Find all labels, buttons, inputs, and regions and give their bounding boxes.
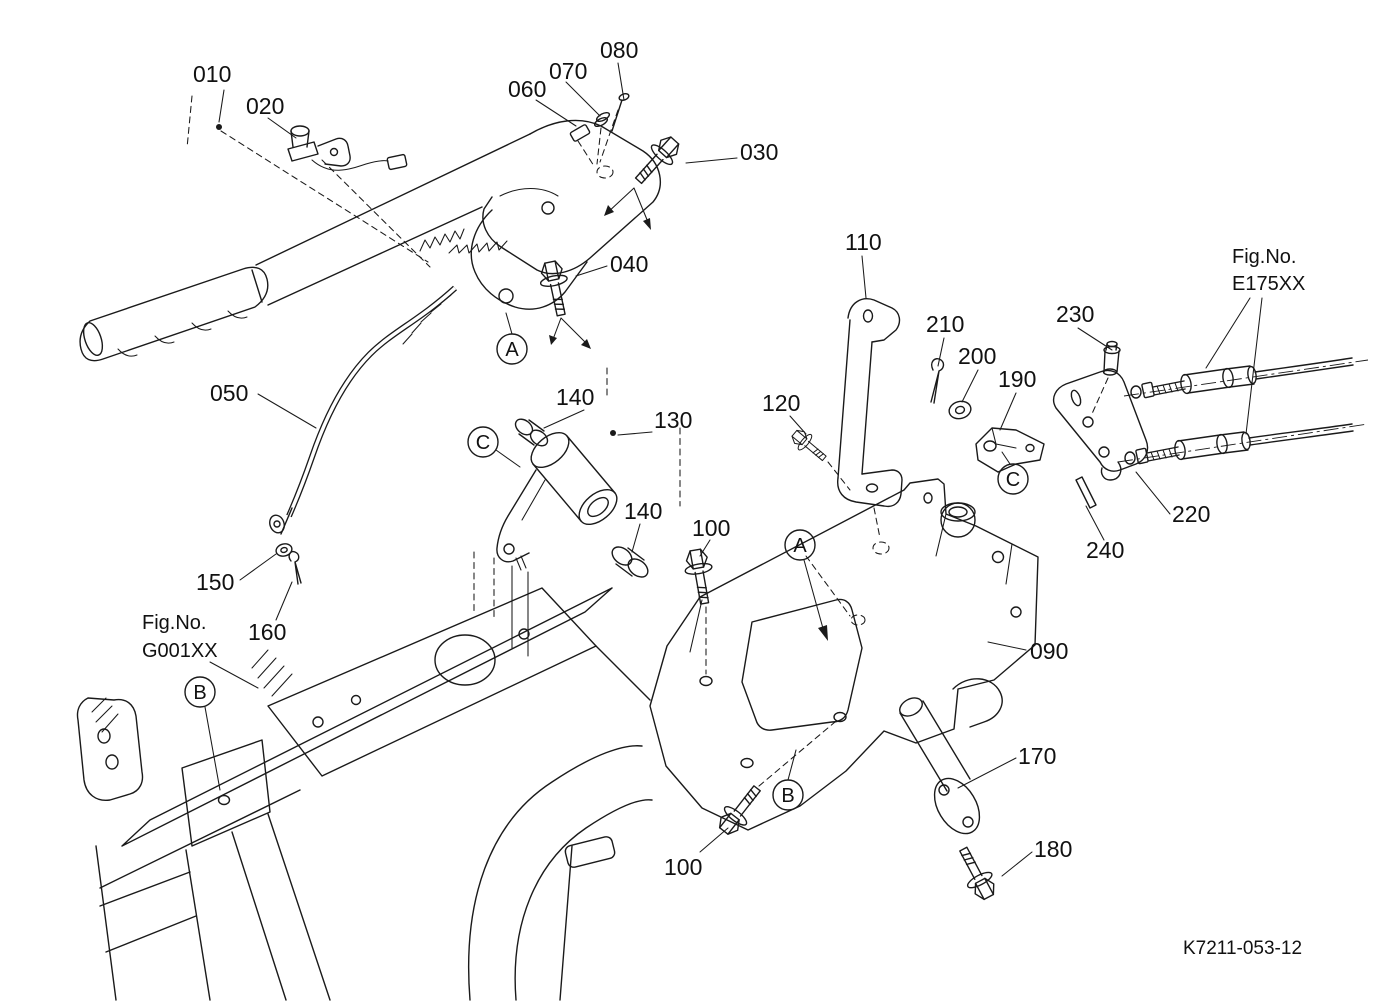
plate-220 [1052, 369, 1149, 472]
main-bracket-drawing [649, 478, 1039, 831]
pin-230 [1090, 340, 1121, 417]
marker-b1: B [193, 682, 206, 704]
cotter-pin-160 [288, 550, 302, 585]
upper-brake-cable [1123, 357, 1369, 399]
part-label-220: 220 [1172, 501, 1210, 527]
part-label-110: 110 [845, 229, 882, 255]
part-label-150: 150 [196, 569, 234, 595]
part-label-160: 160 [248, 619, 286, 645]
screw-washers-drawing [569, 93, 630, 167]
part-label-140a: 140 [556, 384, 594, 410]
part-label-020: 020 [246, 93, 284, 119]
marker-b1-circle [184, 676, 216, 708]
part-label-090: 090 [1030, 638, 1068, 664]
bolt-100-top-drawing [681, 547, 719, 675]
part-label-190: 190 [998, 366, 1036, 392]
ratchet-teeth [448, 240, 508, 254]
part-label-180: 180 [1034, 836, 1072, 862]
drawing-code: K7211-053-12 [1183, 938, 1302, 959]
joint-bracket-190 [975, 427, 1045, 473]
part-label-050: 050 [210, 380, 248, 406]
marker-b2: B [781, 785, 794, 807]
leader-lines [186, 62, 1263, 877]
lever-170-drawing [899, 678, 1003, 835]
brake-lever-drawing [79, 119, 661, 362]
marker-a2-circle [784, 529, 816, 561]
washer-200 [948, 400, 972, 420]
equalizer-drawing [496, 367, 681, 578]
hatch-marks [251, 649, 293, 697]
part-label-230: 230 [1056, 301, 1094, 327]
frame-drawing [76, 551, 653, 1001]
fig-ref-g001-code: G001XX [142, 640, 218, 662]
fig-ref-e175-code: E175XX [1232, 273, 1305, 295]
part-label-200: 200 [958, 343, 996, 369]
pin-240 [1075, 476, 1097, 509]
bolt-100-bottom-drawing [712, 721, 836, 840]
brake-cable-drawing [269, 285, 458, 585]
part-label-060: 060 [508, 76, 546, 102]
marker-a1: A [505, 339, 519, 361]
marker-c2: C [1006, 469, 1020, 491]
part-label-080: 080 [600, 37, 638, 63]
marker-c1: C [476, 432, 490, 454]
switch-wire [311, 159, 389, 171]
part-label-070: 070 [549, 58, 587, 84]
fig-ref-g001-prefix: Fig.No. [142, 612, 206, 634]
figure-references: Fig.No. E175XX Fig.No. G001XX [142, 246, 1305, 662]
part-label-100a: 100 [692, 515, 730, 541]
view-markers: A C A C B B [184, 312, 1029, 811]
part-label-130: 130 [654, 407, 692, 433]
bolt-040-drawing [535, 258, 591, 349]
marker-c2-circle [997, 463, 1029, 495]
part-label-240: 240 [1086, 537, 1124, 563]
frame-end-bracket [76, 697, 144, 801]
washer-150 [275, 543, 293, 557]
part-label-010: 010 [193, 61, 231, 87]
part-labels: 010 020 060 070 080 030 040 110 210 230 … [193, 37, 1210, 880]
bolt-030-drawing [604, 130, 686, 230]
part-label-140b: 140 [624, 498, 662, 524]
part-label-040: 040 [610, 251, 648, 277]
cotter-pin-210 [930, 358, 945, 404]
part-label-030: 030 [740, 139, 778, 165]
bolt-120-drawing [787, 425, 851, 491]
spring [419, 228, 465, 252]
lower-brake-cable [1117, 423, 1369, 465]
part-label-100b: 100 [664, 854, 702, 880]
part-label-120: 120 [762, 390, 800, 416]
rod-linkage-drawing [930, 340, 1369, 509]
marker-c1-circle [467, 426, 499, 458]
fig-ref-e175-prefix: Fig.No. [1232, 246, 1296, 268]
release-button-drawing [287, 125, 408, 171]
part-label-170: 170 [1018, 743, 1056, 769]
bolt-180-drawing [950, 842, 1002, 904]
part-label-210: 210 [926, 311, 964, 337]
stay-bracket-drawing [837, 298, 903, 555]
marker-a2: A [793, 535, 807, 557]
column-tube [467, 745, 653, 1001]
